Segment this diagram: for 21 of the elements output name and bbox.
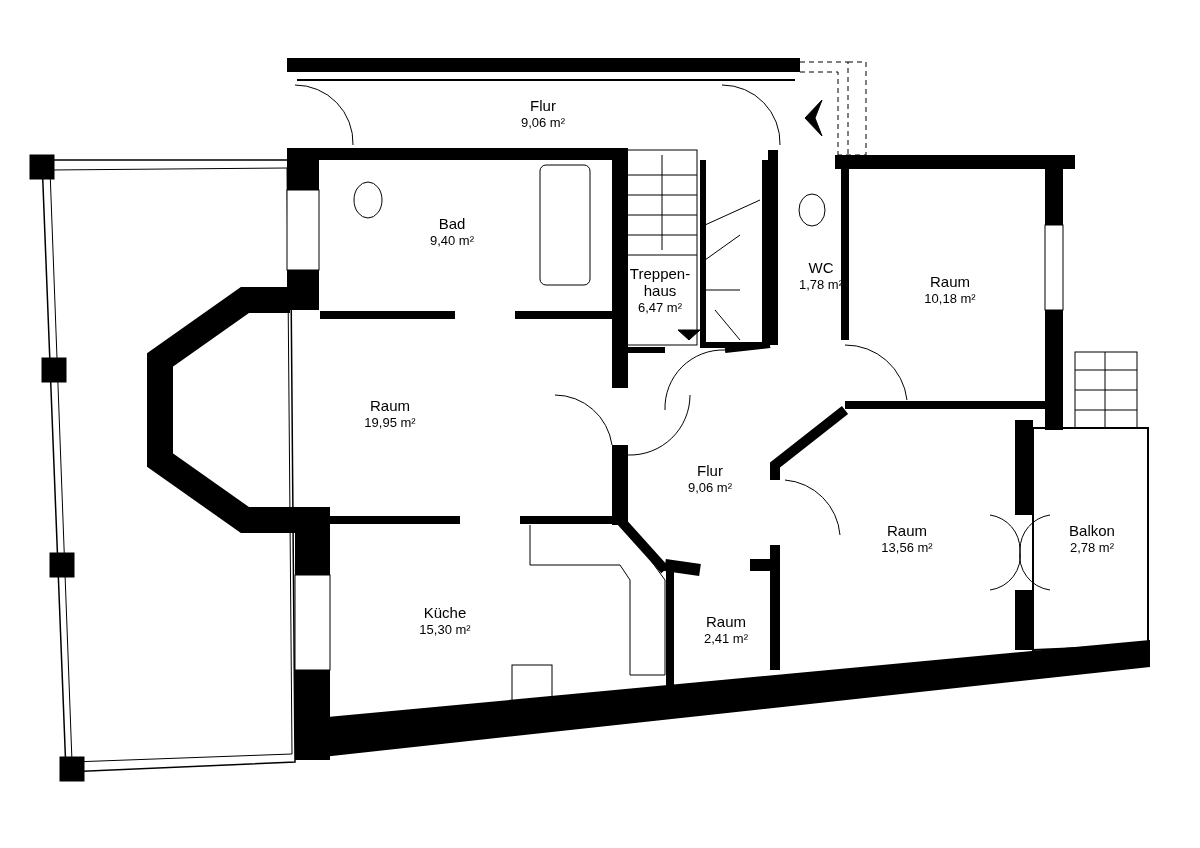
room-name: WC [807,259,835,276]
room-area: 2,78 m² [1037,539,1147,556]
room-area: 6,47 m² [625,299,695,316]
room-area: 2,41 m² [671,630,781,647]
room-area: 10,18 m² [895,290,1005,307]
room-name: Küche [422,604,468,621]
room-area: 9,06 m² [655,479,765,496]
room-name: Raum [886,522,928,539]
room-name: Raum [705,613,747,630]
room-area: 9,40 m² [397,232,507,249]
room-area: 9,06 m² [488,114,598,131]
room-area: 19,95 m² [335,414,445,431]
room-area: 15,30 m² [390,621,500,638]
room-name: Raum [369,397,411,414]
room-name: Treppen- haus [628,265,692,299]
room-name: Balkon [1068,522,1116,539]
room-name: Flur [529,97,557,114]
room-area: 13,56 m² [852,539,962,556]
room-name: Flur [696,462,724,479]
room-name: Raum [929,273,971,290]
room-name: Bad [437,215,467,232]
